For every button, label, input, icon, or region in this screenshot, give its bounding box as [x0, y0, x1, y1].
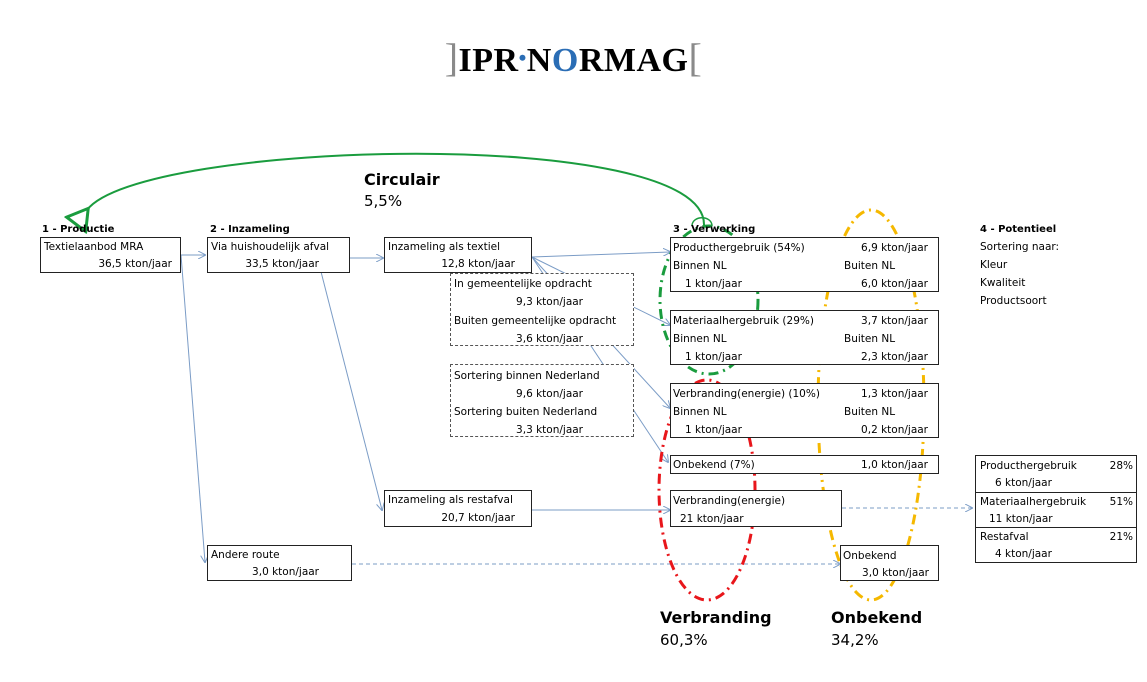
circulair-arc-end	[691, 217, 713, 227]
verbranding-pct: 60,3%	[660, 631, 708, 649]
arrow-huishoudelijk-restafval	[317, 259, 382, 510]
green-ellipse	[658, 224, 760, 376]
potentieel-item-productsoort: Productsoort	[980, 295, 1047, 307]
box-materiaalhergebruik: Materiaalhergebruik (29%) 3,7 kton/jaar …	[670, 310, 939, 365]
onbekend-label: Onbekend	[831, 608, 923, 627]
potentieel-item-kleur: Kleur	[980, 259, 1008, 271]
box-huishoudelijk: Via huishoudelijk afval 33,5 kton/jaar	[207, 237, 350, 273]
potentieel-item-kwaliteit: Kwaliteit	[980, 277, 1026, 289]
box-onbekend-andere: Onbekend 3,0 kton/jaar	[840, 545, 939, 581]
box-restafval: Inzameling als restafval 20,7 kton/jaar	[384, 490, 532, 527]
box-verbranding-restafval: Verbranding(energie) 21 kton/jaar	[670, 490, 842, 527]
box-gemeentelijk: In gemeentelijke opdracht 9,3 kton/jaar …	[450, 273, 634, 346]
potentieel-row: Producthergebruik 28% 6 kton/jaar	[976, 456, 1136, 493]
ipr-normag-logo: ]IPR•NORMAG[	[444, 35, 703, 80]
arrow-productie-andere	[180, 254, 205, 562]
potentieel-row: Materiaalhergebruik 51% 11 kton/jaar	[976, 492, 1136, 528]
box-producthergebruik: Producthergebruik (54%) 6,9 kton/jaar Bi…	[670, 237, 939, 292]
header-verwerking: 3 - Verwerking	[673, 224, 756, 235]
potentieel-row: Restafval 21% 4 kton/jaar	[980, 531, 1133, 560]
onbekend-pct: 34,2%	[831, 631, 879, 649]
circulair-pct: 5,5%	[364, 192, 403, 210]
verbranding-label: Verbranding	[660, 608, 772, 627]
box-potentieel-table: Producthergebruik 28% 6 kton/jaar Materi…	[975, 455, 1137, 563]
box-productie: Textielaanbod MRA 36,5 kton/jaar	[40, 237, 181, 273]
box-verbranding: Verbranding(energie) (10%) 1,3 kton/jaar…	[670, 383, 939, 438]
arrow-textiel-product	[531, 252, 670, 258]
circulair-arc	[87, 152, 706, 225]
box-onbekend: Onbekend (7%) 1,0 kton/jaar	[670, 455, 939, 474]
potentieel-intro: Sortering naar:	[980, 241, 1060, 253]
box-textiel: Inzameling als textiel 12,8 kton/jaar	[384, 237, 532, 273]
box-andere-route: Andere route 3,0 kton/jaar	[207, 545, 352, 581]
box-sortering: Sortering binnen Nederland 9,6 kton/jaar…	[450, 364, 634, 437]
header-inzameling: 2 - Inzameling	[210, 224, 290, 235]
header-potentieel: 4 - Potentieel	[980, 224, 1057, 235]
circulair-label: Circulair	[364, 170, 440, 189]
header-productie: 1 - Productie	[42, 224, 115, 235]
